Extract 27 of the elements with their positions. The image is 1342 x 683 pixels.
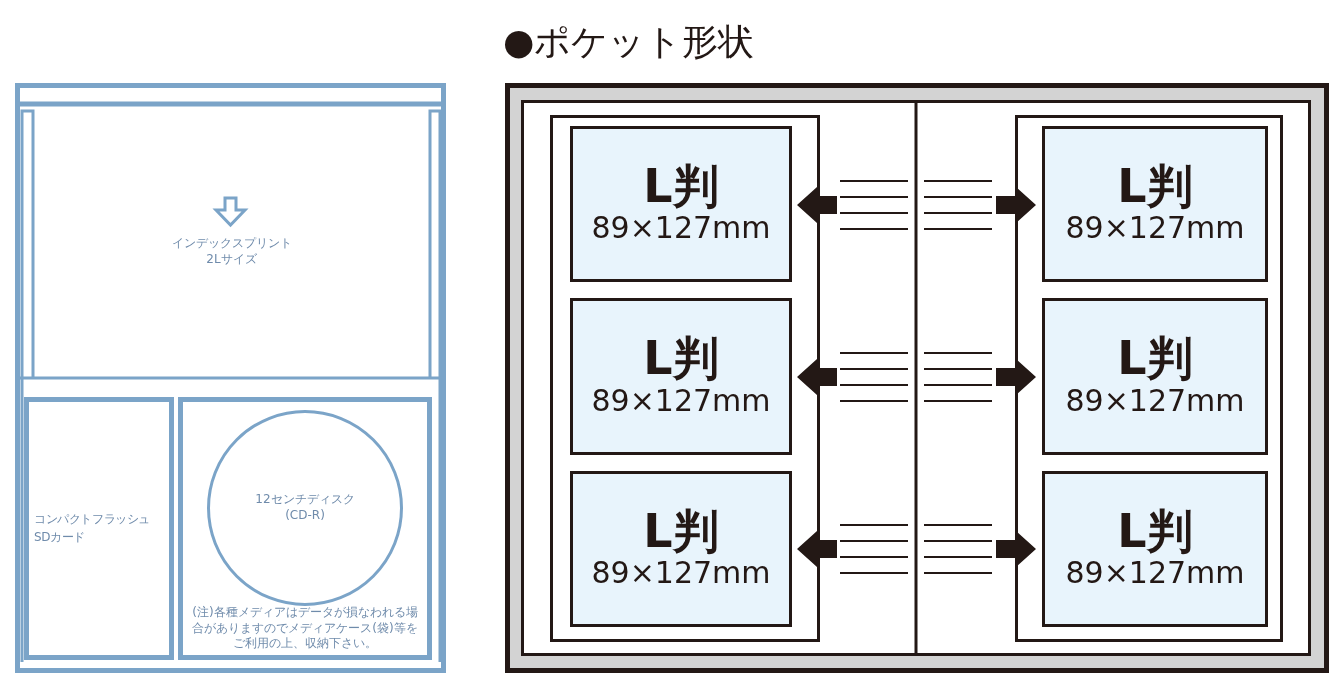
size-dimensions: 89×127mm [591, 555, 771, 592]
size-dimensions: 89×127mm [1065, 555, 1245, 592]
size-name: L判 [1117, 334, 1193, 383]
photo-pocket [1042, 471, 1268, 627]
photo-pocket [570, 471, 792, 627]
pocket-label: インデックスプリント2Lサイズ [170, 236, 293, 268]
media-name: SDカード [34, 528, 85, 546]
size-name: L判 [643, 161, 719, 211]
photo-pocket [1042, 298, 1268, 455]
size-dimensions: 89×127mm [1065, 210, 1245, 247]
size-name: L判 [1117, 506, 1193, 556]
size-name: L判 [1117, 161, 1193, 211]
size-name: L判 [643, 334, 719, 383]
disc-circle [207, 410, 403, 606]
photo-pocket [570, 298, 792, 455]
size-dimensions: 89×127mm [1065, 382, 1245, 419]
disc-label: 12センチディスク(CD-R) [254, 492, 356, 524]
photo-pocket [570, 126, 792, 282]
note-text: (注)各種メディアはデータが損なわれる場合がありますのでメディアケース(袋)等をご利用の上、収納下さい。 [191, 605, 419, 652]
size-name: L判 [643, 506, 719, 556]
size-dimensions: 89×127mm [591, 210, 771, 247]
disc-pocket [178, 397, 432, 660]
media-name: コンパクトフラッシュ [34, 511, 150, 529]
photo-pocket [1042, 126, 1268, 282]
title: ●ポケット形状 [503, 20, 755, 64]
media-pocket [24, 397, 174, 660]
size-dimensions: 89×127mm [591, 382, 771, 419]
